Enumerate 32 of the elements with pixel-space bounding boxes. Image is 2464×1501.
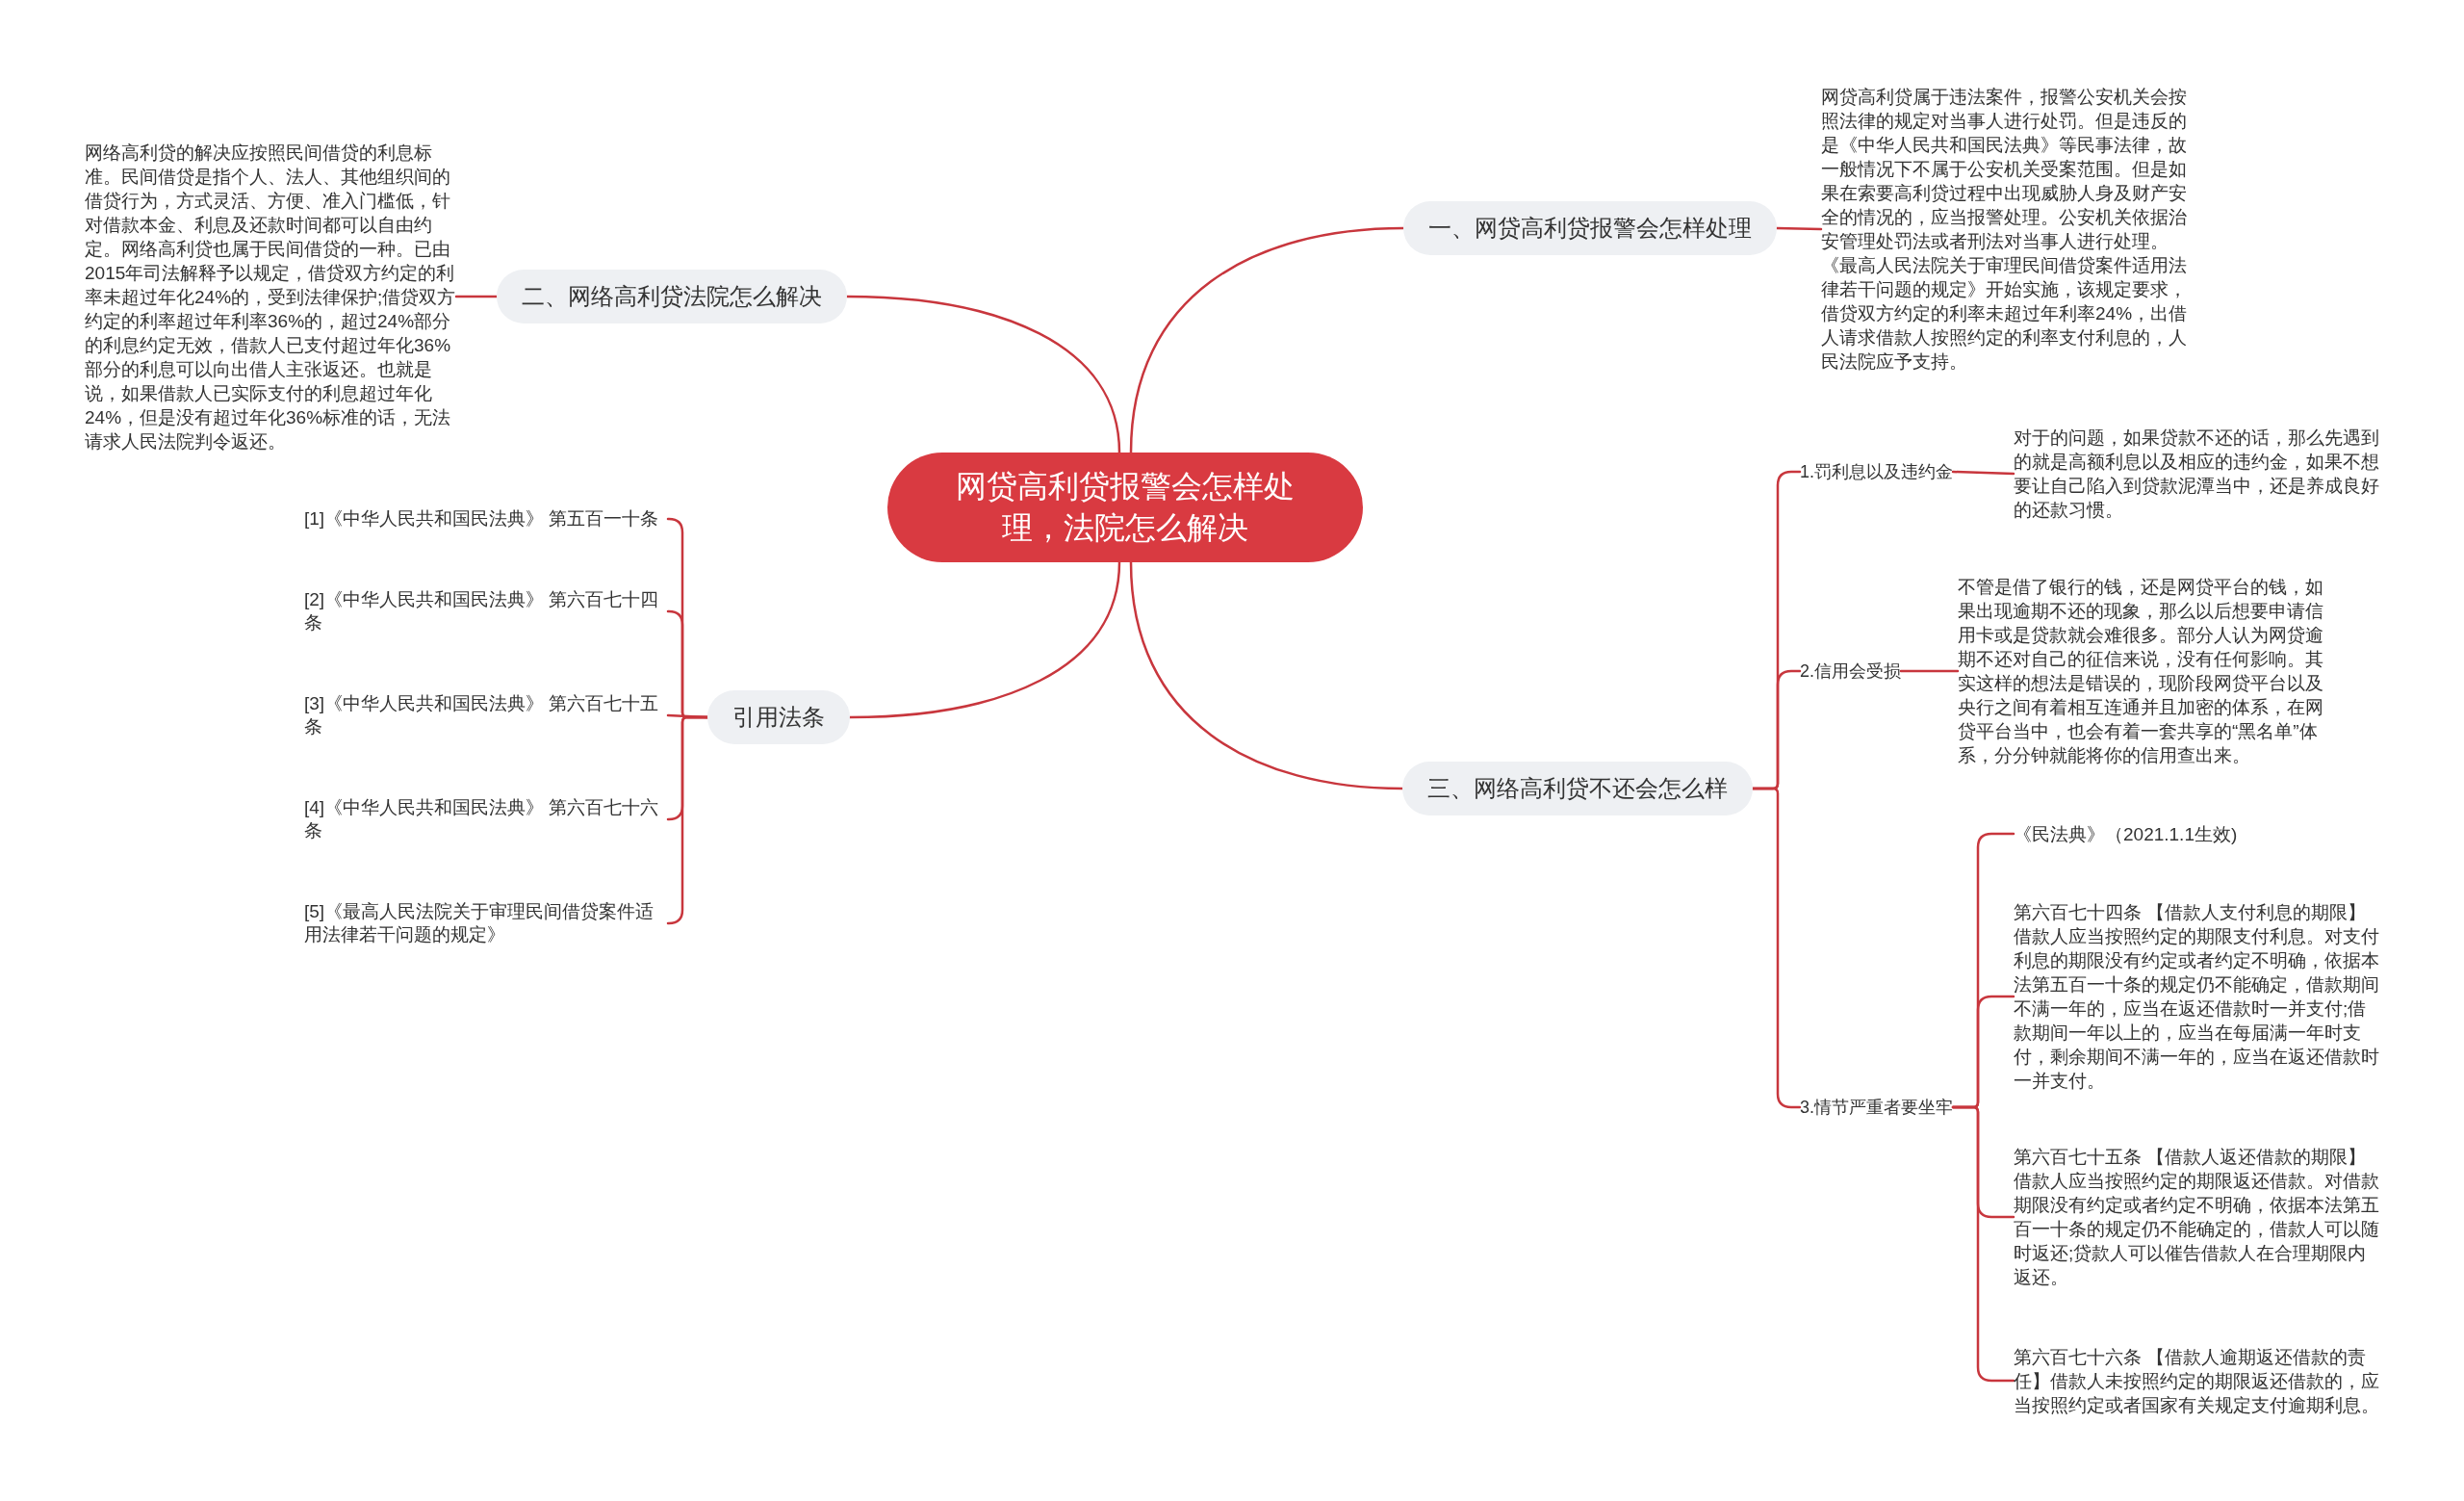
note-text: 对于的问题，如果贷款不还的话，那么先遇到的就是高额利息以及相应的违约金，如果不想要让自己陷入到贷款泥潭当中，还是养成良好的还款习惯。 bbox=[2014, 426, 2383, 522]
connector-line bbox=[1951, 470, 2015, 476]
reference-text: [1]《中华人民共和国民法典》 第五百一十条 bbox=[304, 507, 668, 531]
note-text: 不管是借了银行的钱，还是网贷平台的钱，如果出现逾期不还的现象，那么以后想要申请信用卡或是贷款就会难很多。部分人认为网贷逾期不还对自己的征信来说，没有任何影响。其实这样的想法是错误的，现阶段网贷平台以及央行之间有着相互连通并且加密的体系，在网贷平台当中，也会有着一套共享的“黑名单”体系，分分钟就能将你的信用查出来。 bbox=[1958, 575, 2327, 767]
note-text: 《民法典》（2021.1.1生效) bbox=[2014, 821, 2383, 846]
topic-pill: 三、网络高利贷不还会怎么样 bbox=[1402, 762, 1753, 815]
connector-line bbox=[1951, 1105, 2015, 1383]
note-text: 网络高利贷的解决应按照民间借贷的利息标准。民间借贷是指个人、法人、其他组织间的借贷行为，方式灵活、方便、准入门槛低，针对借款本金、利息及还款时间都可以自由约定。网络高利贷也属于民间借贷的一种。已由2015年司法解释予以规定，借贷双方约定的利率未超过年化24%的，受到法律保护;借贷双方约定的利率超过年利率36%的，超过24%部分的利息约定无效，借款人已支付超过年化36%部分的利息可以向出借人主张返还。也就是说，如果借款人已实际支付的利息超过年化24%，但是没有超过年化36%标准的话，无法请求人民法院判令返还。 bbox=[85, 140, 456, 453]
topic-pill: 二、网络高利贷法院怎么解决 bbox=[497, 270, 847, 323]
connector-line bbox=[1775, 226, 1823, 231]
central-topic: 网贷高利贷报警会怎样处理，法院怎么解决 bbox=[887, 453, 1363, 562]
connector-line bbox=[1899, 669, 1960, 673]
branch-label: 1.罚利息以及违约金 bbox=[1800, 460, 1953, 483]
topic-pill: 一、网贷高利贷报警会怎样处理 bbox=[1403, 201, 1777, 255]
note-text: 第六百七十六条 【借款人逾期返还借款的责任】借款人未按照约定的期限返还借款的，应当按照约定或者国家有关规定支付逾期利息。 bbox=[2014, 1344, 2383, 1417]
note-text: 第六百七十四条 【借款人支付利息的期限】借款人应当按照约定的期限支付利息。对支付利息的期限没有约定或者约定不明确，依据本法第五百一十条的规定仍不能确定，借款期间不满一年的，应当在返还借款时一并支付;借款期间一年以上的，应当在每届满一年时支付，剩余期间不满一年的，应当在返还借款时一并支付。 bbox=[2014, 900, 2383, 1093]
connector-line bbox=[845, 295, 1121, 454]
connector-line bbox=[454, 295, 499, 298]
note-text: 网贷高利贷属于违法案件，报警公安机关会按照法律的规定对当事人进行处罚。但是违反的是《中华人民共和国民法典》等民事法律，故一般情况下不属于公安机关受案范围。但是如果在索要高利贷过程中出现威胁人身及财产安全的情况的，应当报警处理。公安机关依据治安管理处罚法或者刑法对当事人进行处理。《最高人民法院关于审理民间借贷案件适用法律若干问题的规定》开始实施，该规定要求，借贷双方约定的利率未超过年利率24%，出借人请求借款人按照约定的利率支付利息的，人民法院应予支持。 bbox=[1821, 85, 2191, 374]
connector-line bbox=[1129, 226, 1405, 454]
reference-text: [2]《中华人民共和国民法典》 第六百七十四条 bbox=[304, 588, 668, 634]
note-text: 第六百七十五条 【借款人返还借款的期限】借款人应当按照约定的期限返还借款。对借款期限没有约定或者约定不明确，依据本法第五百一十条的规定仍不能确定的，借款人可以随时返还;贷款人可以催告借款人在合理期限内返还。 bbox=[2014, 1145, 2383, 1289]
branch-label: 3.情节严重者要坐牢 bbox=[1800, 1096, 1953, 1119]
connector-line bbox=[848, 560, 1121, 719]
branch-label: 2.信用会受损 bbox=[1800, 660, 1901, 683]
connector-line bbox=[1751, 787, 1802, 1109]
reference-text: [5]《最高人民法院关于审理民间借贷案件适用法律若干问题的规定》 bbox=[304, 900, 668, 946]
reference-text: [3]《中华人民共和国民法典》 第六百七十五条 bbox=[304, 692, 668, 738]
reference-text: [4]《中华人民共和国民法典》 第六百七十六条 bbox=[304, 796, 668, 842]
connector-line bbox=[666, 715, 709, 925]
topic-pill: 引用法条 bbox=[707, 690, 850, 744]
connector-line bbox=[1129, 560, 1404, 790]
